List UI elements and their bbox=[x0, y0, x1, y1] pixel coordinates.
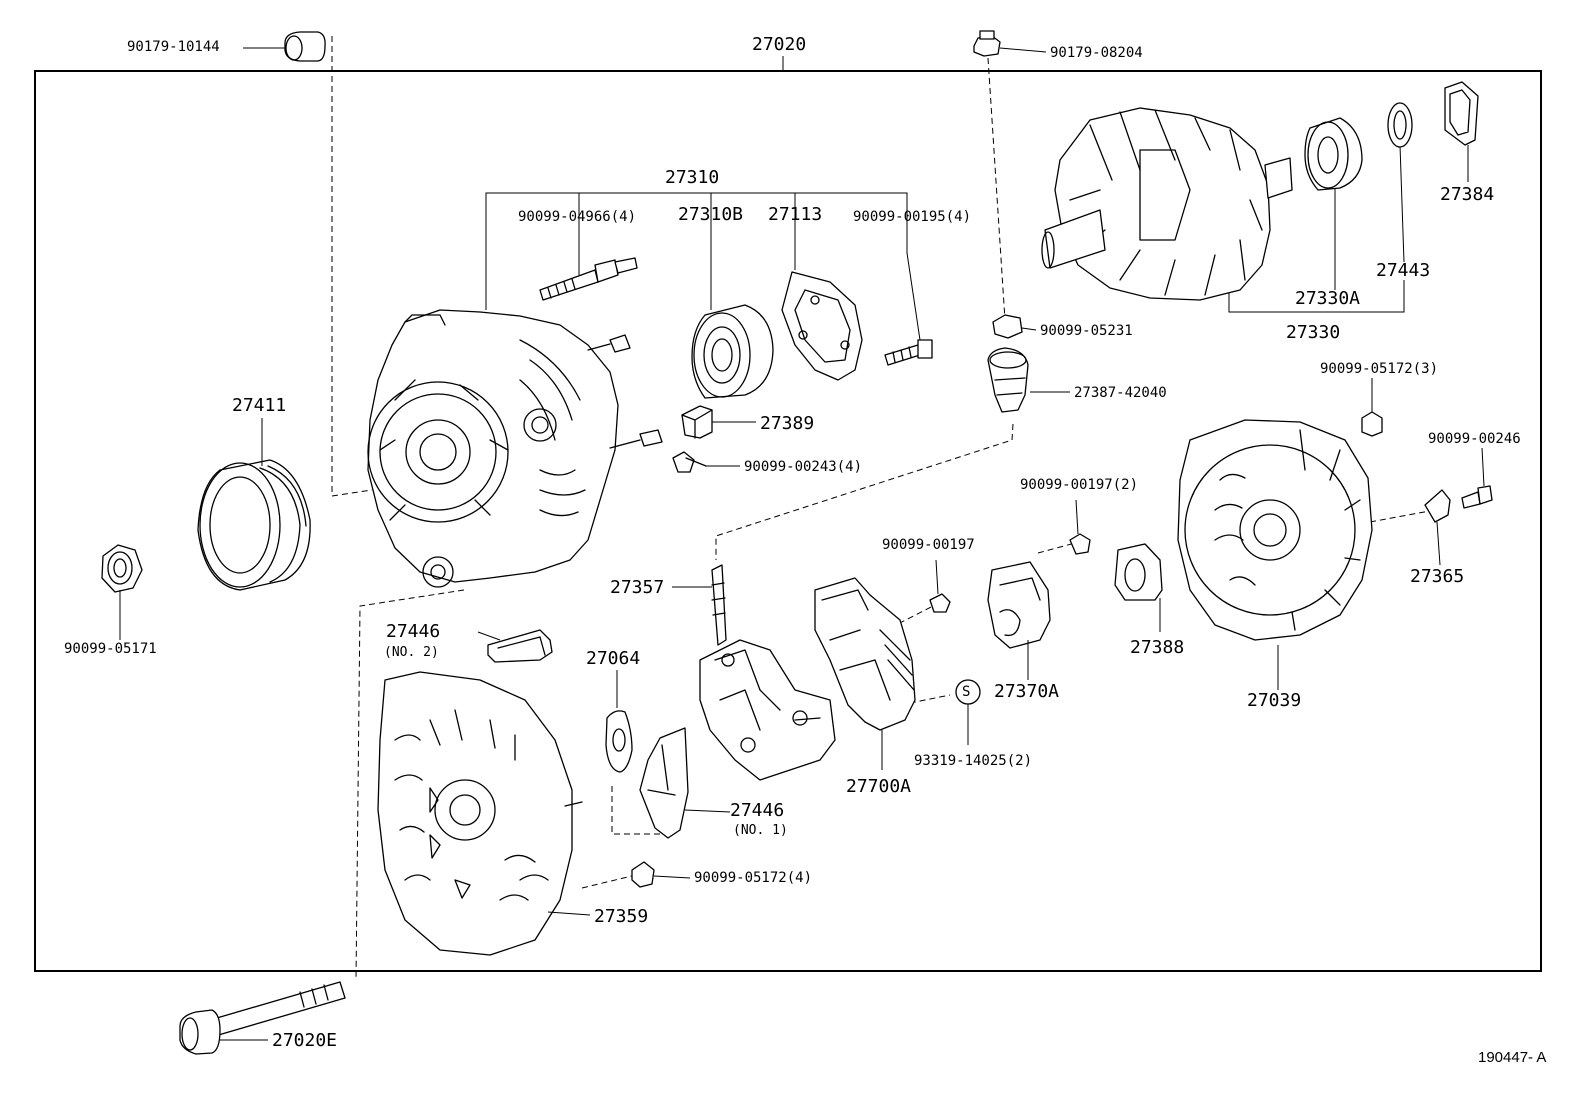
label-90099-00197-2: 90099-00197(2) bbox=[1020, 477, 1139, 493]
nut-90099-05172-4 bbox=[631, 861, 691, 888]
cap-27389 bbox=[681, 405, 756, 439]
bearing-27330A bbox=[1304, 117, 1363, 191]
label-27365: 27365 bbox=[1410, 566, 1465, 587]
cover-27384 bbox=[1444, 81, 1479, 146]
label-27357: 27357 bbox=[610, 577, 665, 598]
label-27064: 27064 bbox=[586, 648, 641, 669]
reference-code: 190447- A bbox=[1478, 1049, 1547, 1066]
label-27370A: 27370A bbox=[994, 681, 1060, 702]
screw-90099-00195 bbox=[884, 252, 933, 366]
cover-27388 bbox=[1114, 543, 1163, 632]
label-27113: 27113 bbox=[768, 204, 823, 225]
regulator-27700A bbox=[814, 577, 916, 770]
insulator-27446-no2 bbox=[477, 629, 553, 663]
label-90099-04966: 90099-04966(4) bbox=[518, 209, 637, 225]
bolt-90099-00246 bbox=[1461, 447, 1493, 509]
plate-27113 bbox=[781, 271, 863, 381]
label-27039: 27039 bbox=[1247, 690, 1302, 711]
nut-90099-05231 bbox=[992, 314, 1037, 339]
label-27446-no1: 27446 bbox=[730, 800, 785, 821]
label-90099-00197: 90099-00197 bbox=[882, 537, 975, 553]
label-27389: 27389 bbox=[760, 413, 815, 434]
label-93319-14025: 93319-14025(2) bbox=[914, 753, 1033, 769]
label-27330A: 27330A bbox=[1295, 288, 1361, 309]
stud-90099-04966 bbox=[539, 253, 638, 301]
drive-end-frame bbox=[367, 309, 663, 588]
label-27384: 27384 bbox=[1440, 184, 1495, 205]
label-27700A: 27700A bbox=[846, 776, 912, 797]
label-90099-00195: 90099-00195(4) bbox=[853, 209, 972, 225]
label-90179-08204: 90179-08204 bbox=[1050, 45, 1143, 61]
label-s-symbol: S bbox=[962, 684, 971, 700]
label-27310B: 27310B bbox=[678, 204, 744, 225]
label-27020E: 27020E bbox=[272, 1030, 338, 1051]
nut-90179-08204 bbox=[973, 30, 1047, 57]
nut-90179-10144 bbox=[243, 31, 326, 62]
pulley-27411 bbox=[197, 418, 311, 591]
label-27387-42040: 27387-42040 bbox=[1074, 385, 1167, 401]
label-90099-05171: 90099-05171 bbox=[64, 641, 157, 657]
label-27446-no2: 27446 bbox=[386, 621, 441, 642]
label-90099-00246: 90099-00246 bbox=[1428, 431, 1521, 447]
label-27388: 27388 bbox=[1130, 637, 1185, 658]
label-27446-no1-sub: (NO. 1) bbox=[733, 823, 788, 838]
nut-90099-05171 bbox=[101, 544, 143, 640]
rectifier-end-frame-27359 bbox=[377, 671, 591, 956]
label-90099-05172-3: 90099-05172(3) bbox=[1320, 361, 1439, 377]
label-27443: 27443 bbox=[1376, 260, 1431, 281]
assembly-frame bbox=[34, 70, 1542, 972]
terminal-27365 bbox=[1424, 489, 1451, 566]
label-27359: 27359 bbox=[594, 906, 649, 927]
label-90099-00243: 90099-00243(4) bbox=[744, 459, 863, 475]
rectifier-27357 bbox=[672, 564, 836, 781]
label-27446-no2-sub: (NO. 2) bbox=[384, 645, 439, 660]
screw-90099-00243 bbox=[672, 451, 740, 473]
label-27330: 27330 bbox=[1286, 322, 1341, 343]
label-90099-05231: 90099-05231 bbox=[1040, 323, 1133, 339]
insulator-27446-no1 bbox=[639, 727, 731, 839]
label-90179-10144: 90179-10144 bbox=[127, 39, 220, 55]
bolt-27020E bbox=[179, 981, 346, 1055]
screw-90099-00197-2 bbox=[1069, 499, 1091, 555]
rear-cover-27039 bbox=[1177, 419, 1373, 690]
label-27411: 27411 bbox=[232, 395, 287, 416]
label-90099-05172-4: 90099-05172(4) bbox=[694, 870, 813, 886]
brush-holder-27370A bbox=[987, 561, 1051, 680]
rotor-27330 bbox=[1041, 107, 1293, 301]
gasket-27064 bbox=[605, 670, 633, 773]
washer-27443 bbox=[1387, 102, 1413, 148]
insulator-27387-42040 bbox=[987, 347, 1070, 413]
label-27310: 27310 bbox=[665, 167, 720, 188]
label-27020: 27020 bbox=[752, 34, 807, 55]
screw-90099-00197 bbox=[929, 559, 951, 613]
nut-90099-05172-3 bbox=[1361, 378, 1383, 437]
bearing-27310B bbox=[691, 304, 774, 399]
